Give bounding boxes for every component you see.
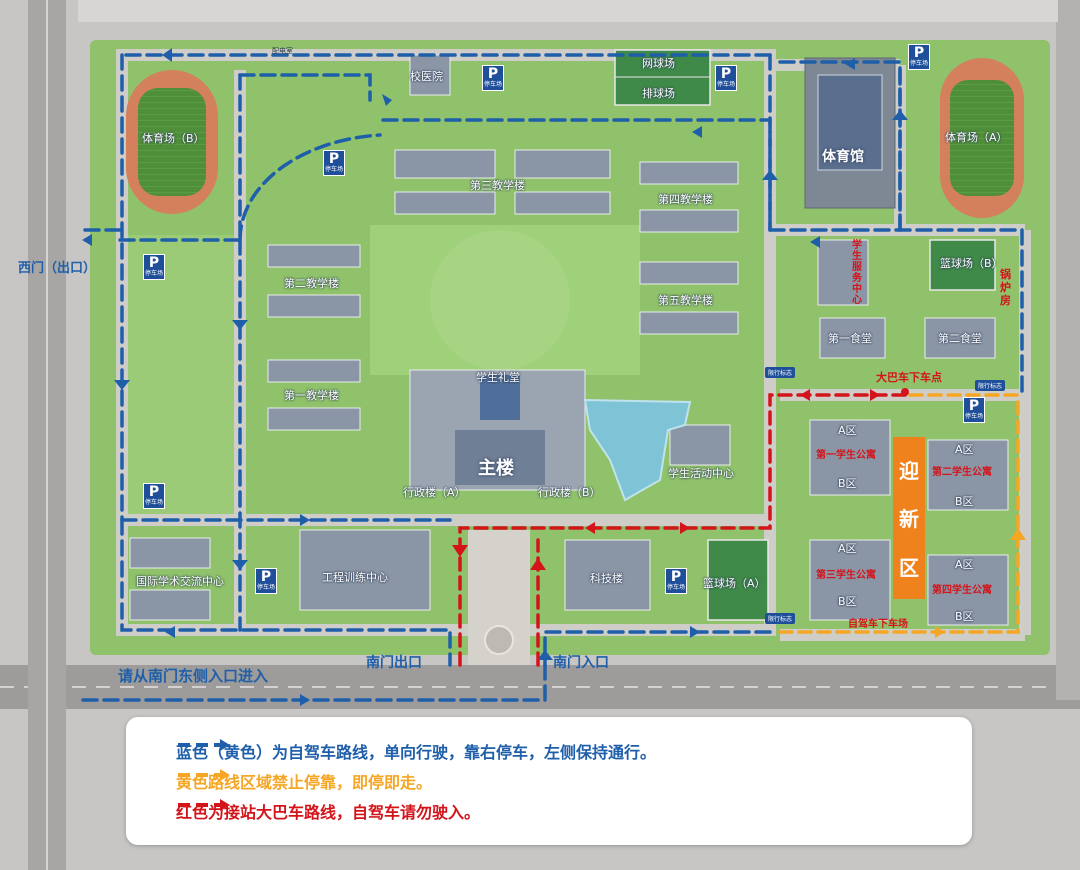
legend-row-yellow: 黄色路线区域禁止停靠，即停即走。 [176,769,432,793]
legend-text-red: 红色为接站大巴车路线，自驾车请勿驶入。 [176,803,481,822]
basket-a-label: 篮球场（A） [703,577,766,590]
legend-text-yellow: 黄色路线区域禁止停靠，即停即走。 [176,773,433,792]
auditorium-label: 学生礼堂 [476,371,520,384]
dorm3-zone-a: A区 [838,542,857,555]
teach4-label: 第四教学楼 [658,193,713,206]
gate-sign: 限行标志 [765,367,796,378]
parking-icon: P [255,568,277,594]
legend-text-blue: 蓝色（黄色）为自驾车路线，单向行驶，靠右停车，左侧保持通行。 [176,743,657,762]
legend-swatch-icon [178,769,230,781]
admin-b-label: 行政楼（B） [538,486,601,499]
dorm2-zone-b: B区 [955,495,974,508]
tennis-label: 网球场 [642,57,675,70]
activity-label: 学生活动中心 [668,467,734,480]
tech-building-label: 科技楼 [590,572,623,585]
intl-center-label: 国际学术交流中心 [136,575,224,588]
dorm1-zone-a: A区 [838,424,857,437]
parking-icon: P [143,483,165,509]
south-entry-label: 南门入口 [553,655,609,671]
power-room-label: 配电室 [272,47,293,55]
main-building-label: 主楼 [478,458,514,479]
legend-swatch-icon [178,799,230,811]
welcome-char-2: 新 [899,507,919,532]
clinic-label: 校医院 [410,70,443,83]
welcome-zone: 迎 新 区 [893,437,925,599]
teach2-label: 第二教学楼 [284,277,339,290]
parking-icon: P [715,65,737,91]
welcome-char-1: 迎 [899,458,919,483]
south-exit-label: 南门出口 [366,655,422,671]
parking-icon: P [482,65,504,91]
parking-icon: P [665,568,687,594]
legend-swatch-icon [178,739,230,751]
dorm2-zone-a: A区 [955,443,974,456]
dorm3-label: 第三学生公寓 [816,570,876,581]
enter-hint-label: 请从南门东侧入口进入 [118,667,269,685]
dorm1-label: 第一学生公寓 [816,450,876,461]
bus-stop-label: 大巴车下车点 [876,371,942,384]
boiler-label: 锅炉房 [1000,268,1011,307]
dorm1-zone-b: B区 [838,477,857,490]
teach5-label: 第五教学楼 [658,294,713,307]
gym-label: 体育馆 [822,149,864,165]
dorm4-zone-a: A区 [955,558,974,571]
parking-icon: P [323,150,345,176]
basket-b-label: 篮球场（B） [940,257,1003,270]
parking-icon: P [908,44,930,70]
car-drop-label: 自驾车下车场 [848,619,908,630]
legend-row-blue: 蓝色（黄色）为自驾车路线，单向行驶，靠右停车，左侧保持通行。 [176,739,656,763]
west-gate-label: 西门（出口） [18,261,97,276]
route-legend: 蓝色（黄色）为自驾车路线，单向行驶，靠右停车，左侧保持通行。 黄色路线区域禁止停… [126,717,972,845]
dorm2-label: 第二学生公寓 [932,467,992,478]
dorm4-zone-b: B区 [955,610,974,623]
parking-icon: P [143,254,165,280]
welcome-char-3: 区 [899,556,919,581]
canteen1-label: 第一食堂 [828,332,872,345]
dorm4-label: 第四学生公寓 [932,585,992,596]
training-center-label: 工程训练中心 [322,571,388,584]
service-label: 学生服务中心 [852,240,862,306]
gate-sign: 限行标志 [765,613,796,624]
canteen2-label: 第二食堂 [938,332,982,345]
stadium-b-label: 体育场（B） [142,132,205,145]
legend-row-red: 红色为接站大巴车路线，自驾车请勿驶入。 [176,799,480,823]
dorm3-zone-b: B区 [838,595,857,608]
teach1-label: 第一教学楼 [284,389,339,402]
admin-a-label: 行政楼（A） [403,486,466,499]
volleyball-label: 排球场 [642,87,675,100]
teach3-label: 第三教学楼 [470,179,525,192]
gate-sign: 限行标志 [975,380,1006,391]
parking-icon: P [963,397,985,423]
stadium-a-label: 体育场（A） [945,131,1008,144]
